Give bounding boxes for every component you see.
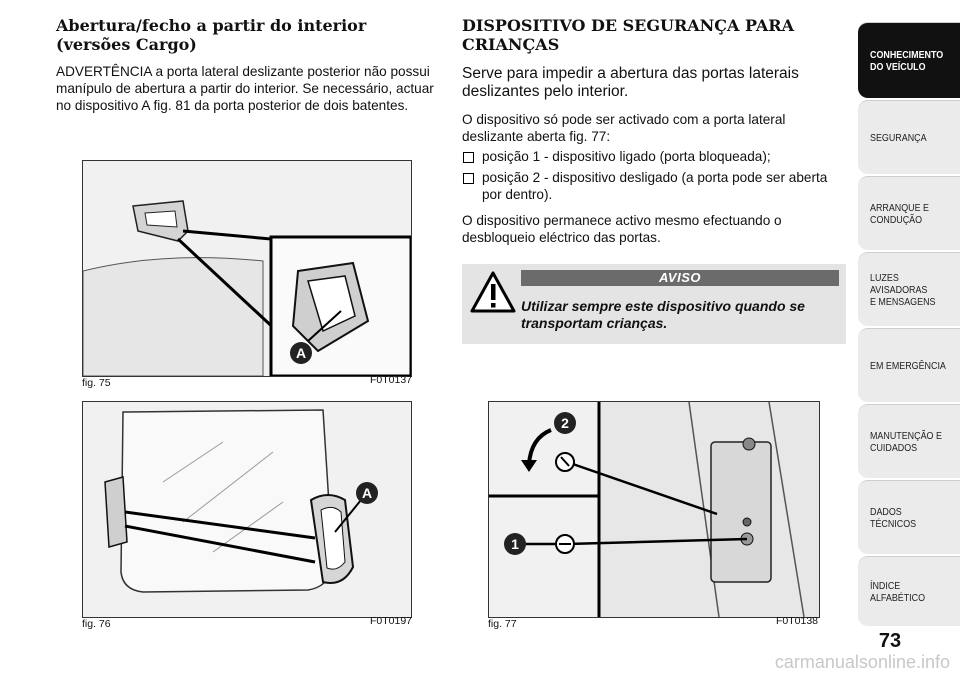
tab-conhecimento-do-veiculo[interactable]: CONHECIMENTO DO VEÍCULO	[858, 22, 960, 98]
fig76-code: F0T0197	[369, 615, 412, 627]
list-item: posição 1 - dispositivo ligado (porta bl…	[462, 148, 842, 165]
fig77-callout-1: 1	[511, 536, 519, 552]
callout-a-icon	[290, 342, 312, 364]
tab-luzes-avisadoras[interactable]: LUZES AVISADORAS E MENSAGENS	[858, 252, 960, 326]
watermark: carmanualsonline.info	[774, 652, 950, 672]
left-paragraph: ADVERTÊNCIA a porta lateral deslizante p…	[56, 64, 434, 113]
rotation-arrow-icon	[521, 460, 537, 472]
right-intro: Serve para impedir a abertura das portas…	[462, 65, 799, 100]
fig77-caption: fig. 77	[488, 618, 517, 630]
fig76-callout: A	[362, 485, 372, 501]
fig75-callout: A	[296, 345, 306, 361]
fig77-callout-2: 2	[561, 415, 569, 431]
callout-2-icon	[554, 412, 576, 434]
fig75-caption: fig. 75	[82, 377, 111, 389]
tab-indice-alfabetico[interactable]: ÍNDICE ALFABÉTICO	[858, 556, 960, 626]
fig75-code: F0T0137	[369, 374, 412, 386]
tab-seguranca[interactable]: SEGURANÇA	[858, 100, 960, 174]
tab-manutencao-e-cuidados[interactable]: MANUTENÇÃO E CUIDADOS	[858, 404, 960, 478]
warning-title: AVISO	[521, 270, 839, 286]
right-heading: DISPOSITIVO DE SEGURANÇA PARA CRIANÇAS	[462, 16, 795, 54]
right-paragraph-2: O dispositivo permanece activo mesmo efe…	[462, 213, 782, 245]
fig77-code: F0T0138	[775, 615, 818, 627]
tab-em-emergencia[interactable]: EM EMERGÊNCIA	[858, 328, 960, 402]
figure-76: A	[82, 401, 412, 618]
callout-1-icon	[504, 533, 526, 555]
left-heading: Abertura/fecho a partir do interior (ver…	[56, 16, 367, 54]
bullet-list: posição 1 - dispositivo ligado (porta bl…	[462, 148, 842, 203]
tab-arranque-e-conducao[interactable]: ARRANQUE E CONDUÇÃO	[858, 176, 960, 250]
page-number: 73	[878, 630, 902, 652]
fig76-caption: fig. 76	[82, 618, 111, 630]
checkbox-bullet-icon	[463, 173, 474, 184]
tab-dados-tecnicos[interactable]: DADOS TÉCNICOS	[858, 480, 960, 554]
right-paragraph-1: O dispositivo só pode ser activado com a…	[462, 112, 786, 144]
callout-a-icon	[356, 482, 378, 504]
figure-77: 2 1	[488, 401, 820, 618]
warning-text: Utilizar sempre este dispositivo quando …	[521, 298, 805, 331]
list-item: posição 2 - dispositivo desligado (a por…	[462, 169, 842, 203]
warning-triangle-icon	[470, 271, 516, 313]
checkbox-bullet-icon	[463, 152, 474, 163]
figure-75: A	[82, 160, 412, 377]
